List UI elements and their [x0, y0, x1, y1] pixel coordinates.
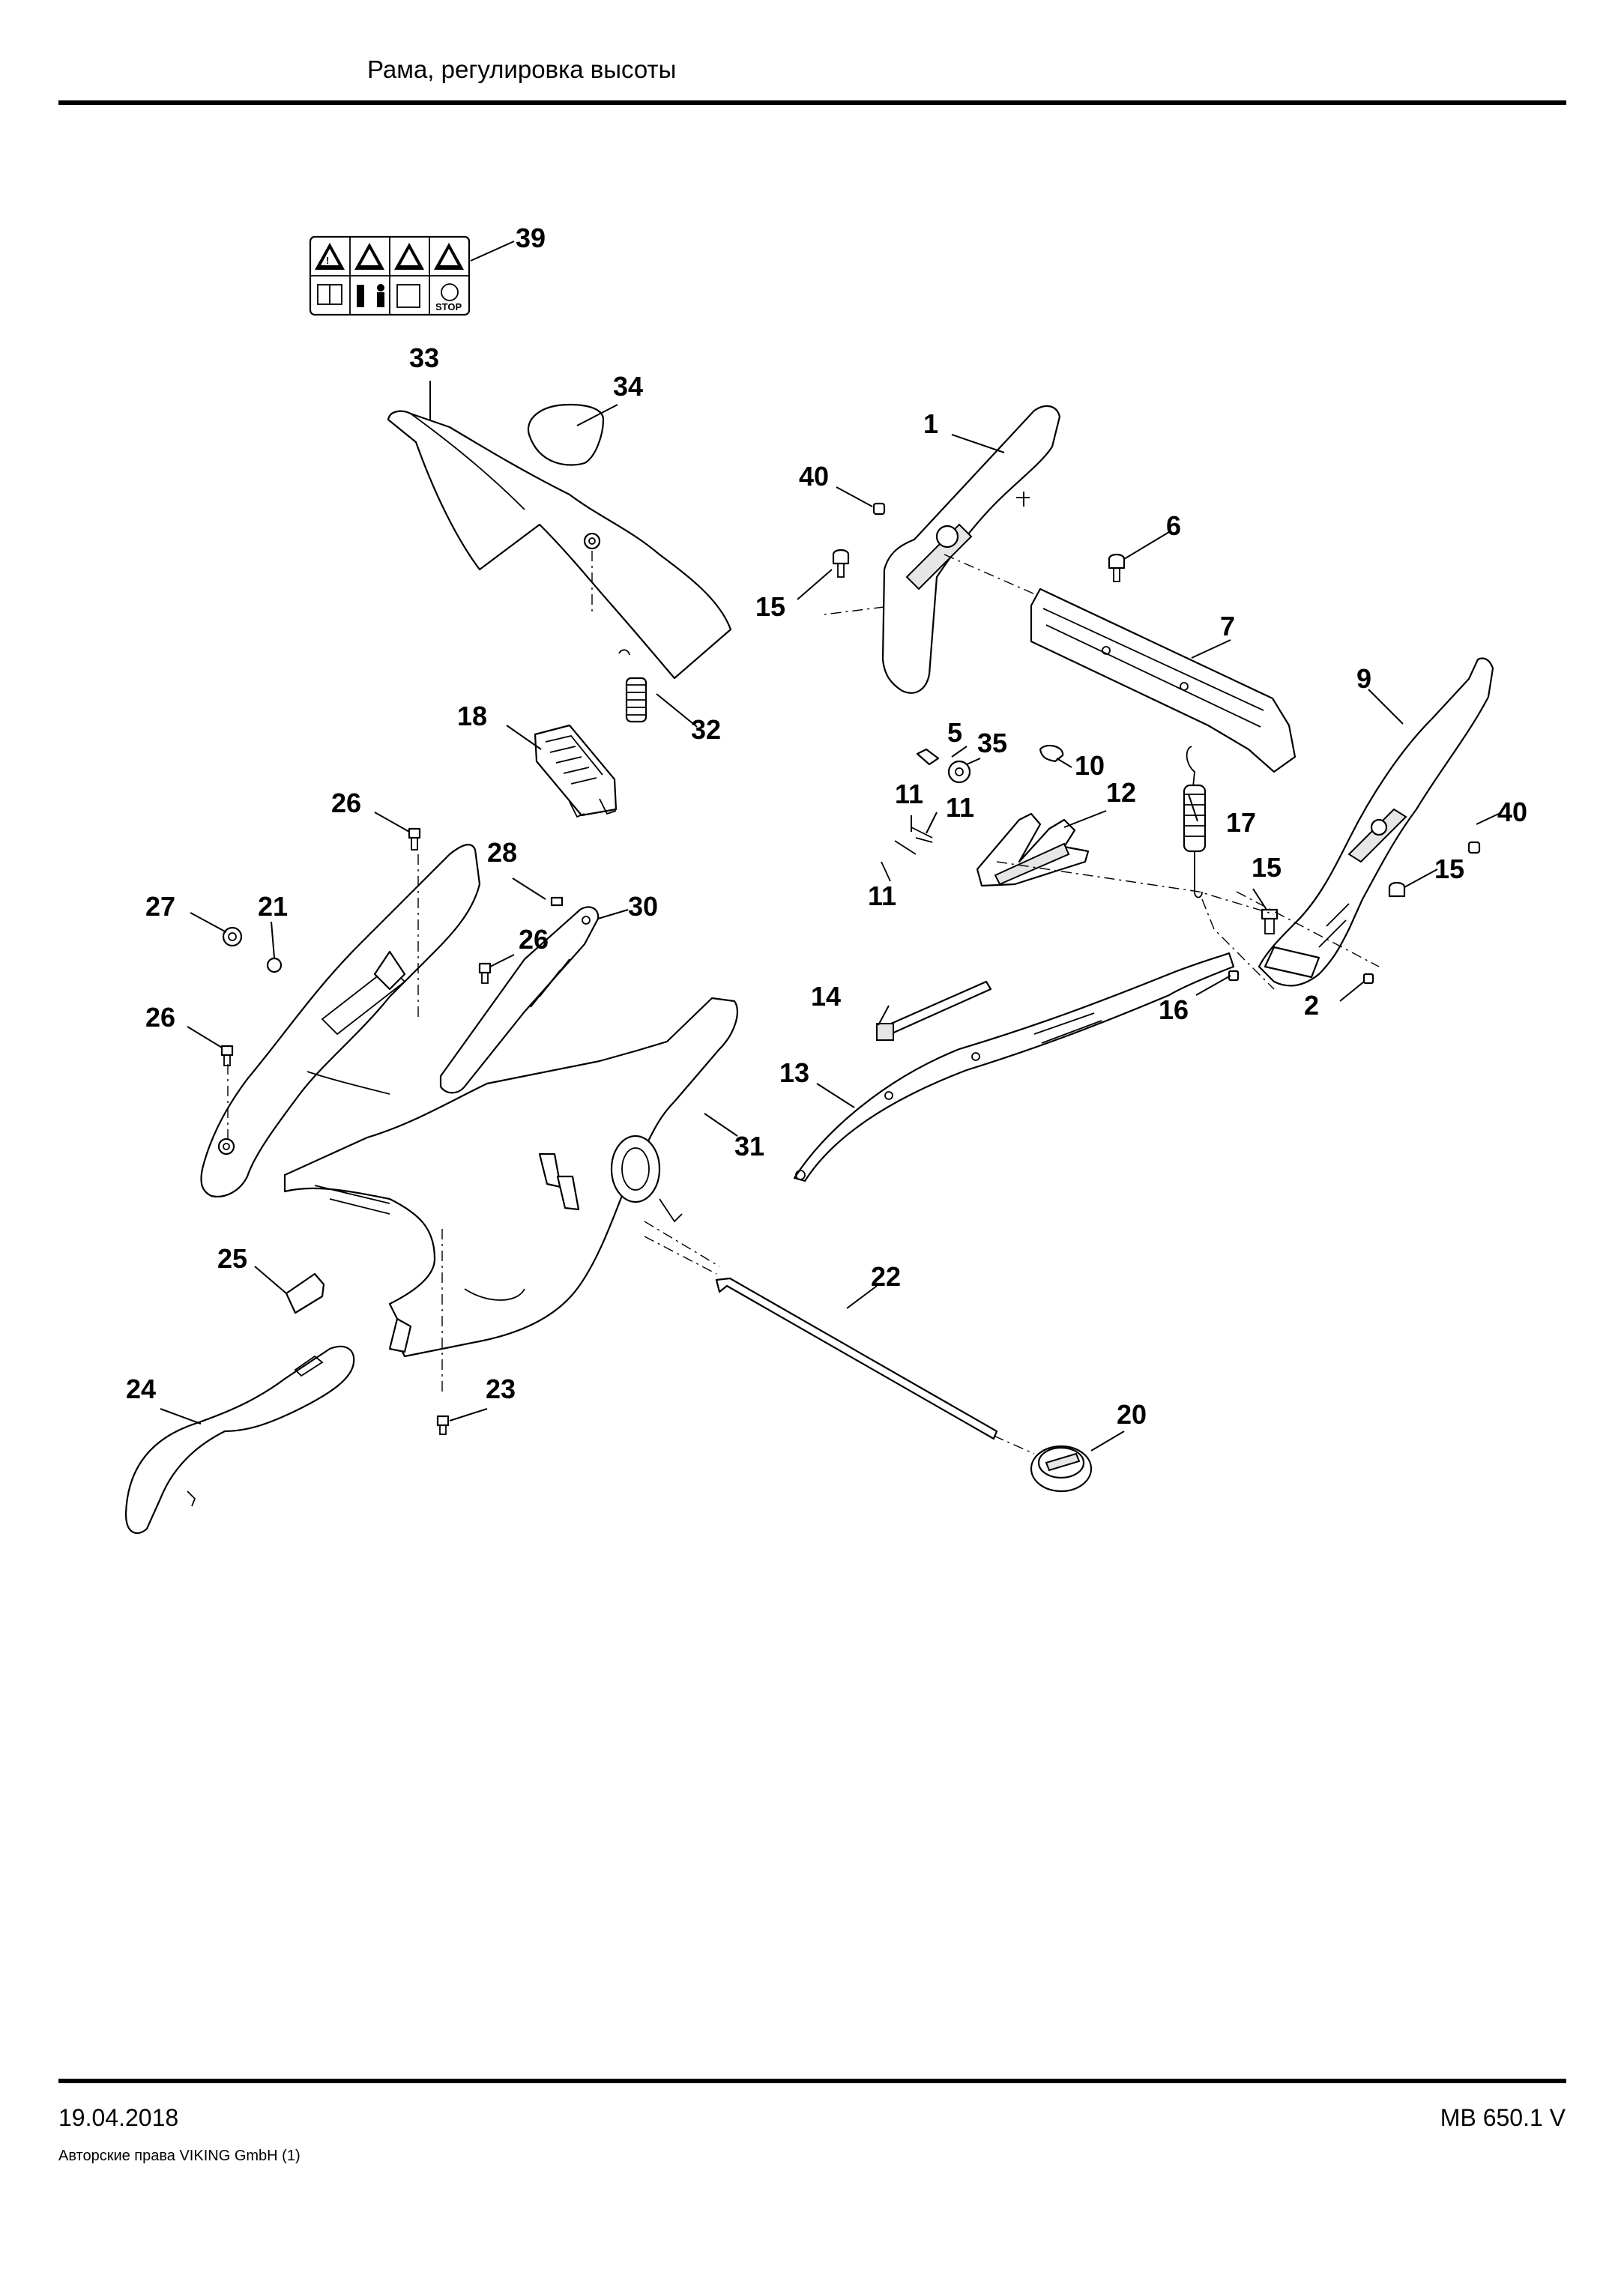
- left-handle-cover: [200, 844, 481, 1197]
- callout-11a: 11: [895, 779, 923, 809]
- callout-26c: 26: [145, 1002, 175, 1033]
- height-adjust-rail: [1030, 587, 1297, 773]
- callout-17: 17: [1226, 807, 1256, 838]
- callout-9: 9: [1356, 663, 1371, 694]
- header-rule: [58, 100, 1566, 105]
- callout-14: 14: [811, 981, 841, 1012]
- adjustment-knob: [993, 1435, 1093, 1493]
- callout-7: 7: [1220, 611, 1235, 641]
- callout-22: 22: [871, 1261, 901, 1292]
- connecting-rod: [644, 1236, 998, 1440]
- decal-stop-text: STOP: [435, 301, 462, 312]
- spring-32: [618, 649, 648, 723]
- callout-28: 28: [487, 837, 517, 868]
- grid-plate: [534, 724, 618, 818]
- callout-18: 18: [457, 701, 487, 731]
- callout-25: 25: [217, 1243, 247, 1274]
- callout-26a: 26: [331, 788, 361, 818]
- side-plate-right: [1258, 657, 1494, 987]
- svg-text:!: !: [326, 255, 329, 266]
- callout-20: 20: [1117, 1399, 1147, 1430]
- callout-23: 23: [486, 1374, 516, 1404]
- callout-5: 5: [947, 717, 962, 748]
- callout-40b: 40: [1497, 797, 1527, 827]
- callout-10: 10: [1075, 750, 1105, 781]
- callout-35: 35: [977, 728, 1007, 758]
- callout-33: 33: [409, 342, 439, 373]
- callout-32: 32: [691, 714, 721, 745]
- callout-15b: 15: [1252, 852, 1282, 883]
- main-chassis: [283, 997, 738, 1394]
- lower-cover: [124, 1345, 355, 1535]
- callout-15c: 15: [1434, 854, 1464, 884]
- callout-13: 13: [779, 1057, 809, 1088]
- callout-24: 24: [126, 1374, 156, 1404]
- cable-tie: [876, 980, 992, 1041]
- warning-decal: ! STOP: [309, 235, 471, 316]
- page-title: Рама, регулировка высоты: [367, 55, 677, 83]
- leader-lines: [160, 381, 1503, 1451]
- callout-6: 6: [1166, 510, 1181, 541]
- clip-25: [285, 1272, 325, 1314]
- guide-rail: [439, 906, 600, 1094]
- callout-12: 12: [1106, 777, 1136, 808]
- footer-date: 19.04.2018: [58, 2104, 179, 2131]
- callout-2: 2: [1304, 990, 1319, 1021]
- cover-cap: [527, 403, 605, 466]
- callout-16: 16: [1159, 994, 1189, 1025]
- callout-labels: 39 33 34 1 40 6 15 7 9 18 32 5 35 10 11 …: [126, 223, 1527, 1430]
- fasteners: [832, 502, 1481, 985]
- footer-model: MB 650.1 V: [1440, 2104, 1566, 2131]
- tension-spring: [1183, 746, 1207, 898]
- callout-26b: 26: [519, 924, 549, 955]
- left-fasteners: [220, 827, 564, 1435]
- callout-11b: 11: [946, 792, 974, 823]
- callout-11c: 11: [868, 880, 896, 911]
- side-plate-left: [824, 405, 1125, 694]
- callout-34: 34: [613, 371, 643, 402]
- callout-1: 1: [923, 408, 938, 439]
- callout-39: 39: [516, 223, 546, 253]
- callout-27: 27: [145, 891, 175, 922]
- adjustment-rod: [793, 952, 1235, 1182]
- callout-30: 30: [628, 891, 658, 922]
- callout-21: 21: [258, 891, 288, 922]
- footer-copyright: Авторские права VIKING GmbH (1): [58, 2148, 301, 2164]
- upper-handle-cover: [387, 410, 732, 680]
- callout-40a: 40: [799, 461, 829, 492]
- callout-31: 31: [734, 1131, 764, 1161]
- callout-15a: 15: [755, 591, 785, 622]
- footer-rule: [58, 2079, 1566, 2083]
